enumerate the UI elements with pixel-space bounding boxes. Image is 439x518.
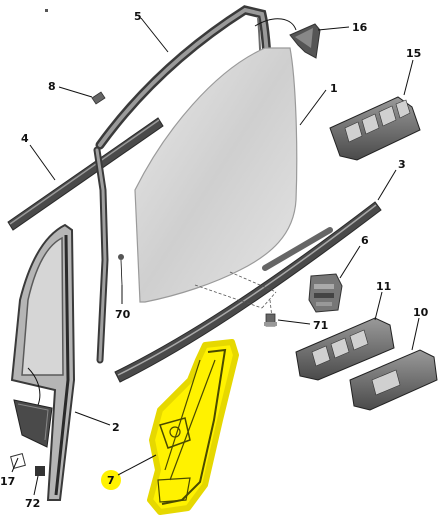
leader-7: [117, 454, 157, 476]
part-11-switch-panel: [295, 317, 395, 381]
callout-4: 4: [21, 132, 29, 145]
callout-2: 2: [112, 421, 120, 434]
leader-6: [339, 245, 361, 279]
leader-1: [299, 89, 327, 126]
part-5-vertical-run: [93, 146, 109, 364]
callout-3: 3: [398, 158, 406, 171]
callout-72: 72: [25, 497, 40, 510]
leader-lines: [11, 17, 420, 496]
callout-6: 6: [361, 234, 369, 247]
part-4-outer-belt-strip: [7, 117, 164, 231]
callout-16: 16: [352, 21, 368, 34]
part-6-connector: [308, 273, 343, 313]
part-7-window-regulator: [147, 339, 239, 515]
callout-10: 10: [413, 306, 429, 319]
leader-17: [11, 457, 19, 473]
leader-10: [411, 317, 420, 351]
part-70-screw: [118, 254, 124, 286]
leader-72: [33, 475, 39, 496]
leader-2: [74, 411, 111, 426]
callout-11: 11: [376, 280, 391, 293]
part-71-fastener: [264, 313, 277, 327]
callout-71: 71: [313, 319, 328, 332]
arrow-16: [254, 18, 297, 31]
leader-11: [374, 291, 383, 321]
callout-17: 17: [0, 475, 15, 488]
callout-7-highlight-badge: [101, 470, 121, 490]
leader-16: [317, 26, 350, 31]
callout-15: 15: [406, 47, 421, 60]
part-72-clip: [10, 453, 45, 476]
callout-70: 70: [115, 308, 131, 321]
part-1-window-glass: [134, 47, 298, 303]
leader-71: [277, 319, 311, 325]
part-17-triangle-cover: [13, 399, 53, 448]
part-3-inner-belt-strip: [114, 201, 382, 383]
callout-1: 1: [330, 82, 338, 95]
part-10-switch-panel: [349, 349, 438, 411]
corner-mark: [45, 9, 48, 12]
leader-15: [403, 59, 414, 96]
leader-3: [377, 169, 397, 201]
arrow-17: [27, 367, 41, 406]
part-2-quarter-frame: [10, 223, 76, 501]
callout-7: 7: [107, 474, 115, 487]
leader-5: [140, 17, 169, 53]
leader-8: [58, 86, 93, 98]
leader-4: [29, 144, 56, 181]
part-8-clip: [91, 91, 106, 105]
callout-5: 5: [134, 10, 142, 23]
part-15-switch-panel: [329, 96, 421, 161]
part-16-corner-cover: [289, 23, 321, 59]
callout-8: 8: [48, 80, 56, 93]
